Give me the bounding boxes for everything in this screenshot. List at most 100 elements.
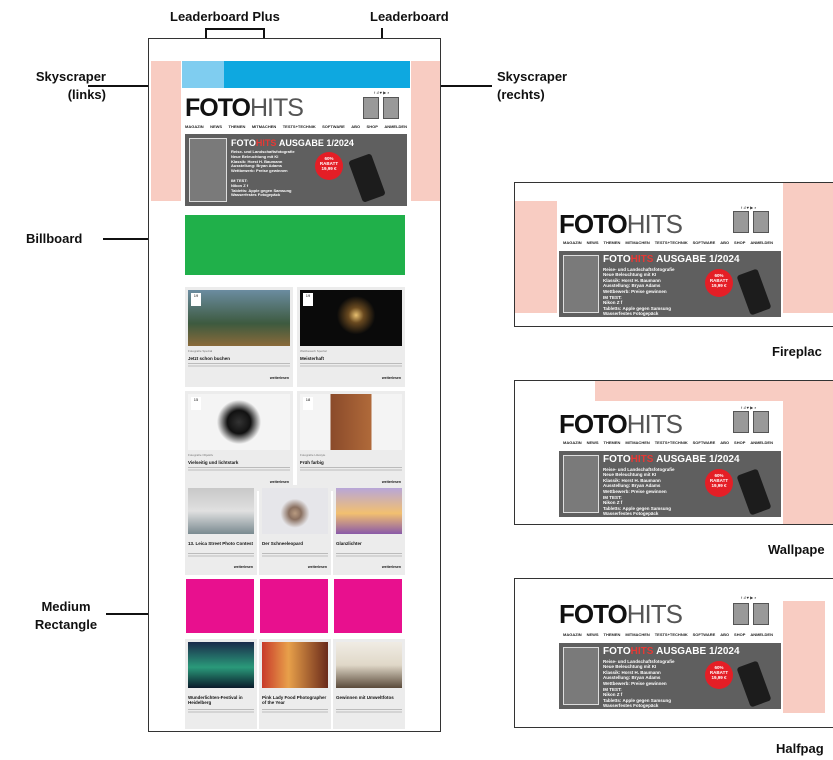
nav-item[interactable]: SHOP xyxy=(734,240,746,245)
hero-banner[interactable]: FOTOHITS AUSGABE 1/2024 Reise- und Lands… xyxy=(559,451,781,517)
label-skyscraper-right: Skyscraper (rechts) xyxy=(497,68,567,104)
hero-banner[interactable]: FOTOHITS AUSGABE 1/2024 Reise- und Lands… xyxy=(185,134,407,206)
social-icons[interactable]: f Ⅎ ♥ ▶ ⌕ xyxy=(374,90,390,95)
nav-item[interactable]: TESTS+TECHNIK xyxy=(282,124,316,129)
magazine-thumb[interactable] xyxy=(733,411,749,433)
site-logo[interactable]: FOTOHITS xyxy=(559,601,683,627)
article-card[interactable]: 18 Fotografie Lifestyle Früh farbig weit… xyxy=(297,391,405,491)
article-card[interactable]: 19 Fotografie Spezial Jetzt schon buchen… xyxy=(185,287,293,387)
label-line: (links) xyxy=(67,87,106,102)
hero-banner[interactable]: FOTOHITS AUSGABE 1/2024 Reise- und Lands… xyxy=(559,251,781,317)
hero-line: Klassik: Horst H. Baumann xyxy=(603,477,661,483)
nav-item[interactable]: ANMELDEN xyxy=(750,440,773,445)
read-more-link[interactable]: weiterlesen xyxy=(307,565,327,569)
article-title: Glanzlichter xyxy=(336,541,362,546)
article-snippet xyxy=(300,363,402,368)
nav-item[interactable]: THEMEN xyxy=(603,240,621,245)
magazine-thumb[interactable] xyxy=(733,603,749,625)
nav-item[interactable]: MITMACHEN xyxy=(625,632,650,637)
nav-item[interactable]: MAGAZIN xyxy=(563,240,582,245)
nav-item[interactable]: TESTS+TECHNIK xyxy=(654,440,688,445)
article-card[interactable]: Der Schneeleopard weiterlesen xyxy=(259,485,331,575)
nav-item[interactable]: THEMEN xyxy=(603,632,621,637)
magazine-thumb[interactable] xyxy=(363,97,379,119)
read-more-link[interactable]: weiterlesen xyxy=(269,480,289,484)
hero-line: Ausstellung: Bryan Adams xyxy=(231,163,282,169)
logo-light: HITS xyxy=(626,409,683,439)
nav-item[interactable]: SHOP xyxy=(734,440,746,445)
nav-item[interactable]: TESTS+TECHNIK xyxy=(654,240,688,245)
nav-item[interactable]: ABO xyxy=(720,632,730,637)
nav-item[interactable]: SOFTWARE xyxy=(692,440,716,445)
site-logo[interactable]: FOTOHITS xyxy=(185,96,304,121)
magazine-thumb[interactable] xyxy=(753,603,769,625)
hero-lines: Reise- und Landschaftsfotografie Neue Be… xyxy=(603,467,675,494)
medium-rectangle-ad xyxy=(186,579,254,633)
article-image xyxy=(336,488,402,534)
magazine-thumb[interactable] xyxy=(383,97,399,119)
badge-line: 60% xyxy=(324,156,334,161)
read-more-link[interactable]: weiterlesen xyxy=(381,376,401,380)
nav-item[interactable]: MAGAZIN xyxy=(563,440,582,445)
magazine-thumb[interactable] xyxy=(753,411,769,433)
article-image xyxy=(188,488,254,534)
nav-item[interactable]: ABO xyxy=(351,124,361,129)
site-logo[interactable]: FOTOHITS xyxy=(559,409,683,439)
nav-item[interactable]: SOFTWARE xyxy=(322,124,345,129)
social-icons[interactable]: f Ⅎ ♥ ▶ ⌕ xyxy=(741,205,757,210)
nav-item[interactable]: SOFTWARE xyxy=(692,632,716,637)
nav-item[interactable]: MITMACHEN xyxy=(625,440,650,445)
nav-item[interactable]: ANMELDEN xyxy=(750,632,773,637)
magazine-thumb[interactable] xyxy=(753,211,769,233)
site-logo[interactable]: FOTOHITS xyxy=(559,211,683,237)
article-card[interactable]: Pink Lady Food Photographer of the Year xyxy=(259,639,331,729)
badge-line: 60% xyxy=(714,473,724,478)
nav-item[interactable]: NEWS xyxy=(586,240,599,245)
read-more-link[interactable]: weiterlesen xyxy=(233,565,253,569)
magazine-thumb[interactable] xyxy=(733,211,749,233)
nav-item[interactable]: ANMELDEN xyxy=(750,240,773,245)
header-thumbnails xyxy=(363,97,399,119)
nav-item[interactable]: NEWS xyxy=(586,632,599,637)
nav-item[interactable]: TESTS+TECHNIK xyxy=(654,632,688,637)
article-card[interactable]: Wunderlichten-Festival in Heidelberg xyxy=(185,639,257,729)
nav-item[interactable]: ANMELDEN xyxy=(384,124,407,129)
nav-item[interactable]: MAGAZIN xyxy=(563,632,582,637)
nav-item[interactable]: NEWS xyxy=(586,440,599,445)
wallpaper-mockup: f Ⅎ ♥ ▶ ⌕ FOTOHITS MAGAZIN NEWS THEMEN M… xyxy=(514,380,833,525)
label-billboard: Billboard xyxy=(26,231,83,246)
nav-item[interactable]: ABO xyxy=(720,440,730,445)
nav-item[interactable]: THEMEN xyxy=(603,440,621,445)
hero-line: Ausstellung: Bryan Adams xyxy=(603,283,661,289)
nav-item[interactable]: SOFTWARE xyxy=(692,240,716,245)
hero-line: Wettbewerb: Preise gewinnen xyxy=(603,288,667,294)
nav-item[interactable]: NEWS xyxy=(210,124,223,129)
nav-item[interactable]: SHOP xyxy=(734,632,746,637)
article-card[interactable]: Glanzlichter weiterlesen xyxy=(333,485,405,575)
hero-line: Nikon Z f xyxy=(603,692,623,698)
hero-title-bold: FOTO xyxy=(603,254,631,265)
read-more-link[interactable]: weiterlesen xyxy=(381,565,401,569)
magazine-cover xyxy=(563,455,599,513)
article-card[interactable]: 15 Fotografie Objektiv Vielseitig und li… xyxy=(185,391,293,491)
hero-title-rest: AUSGABE 1/2024 xyxy=(278,138,354,148)
discount-badge: 60% RABATT 19,99 € xyxy=(705,269,733,297)
article-card[interactable]: 19 Wettbewerb Spezial Meisterhaft weiter… xyxy=(297,287,405,387)
discount-badge: 60% RABATT 19,99 € xyxy=(705,661,733,689)
read-more-link[interactable]: weiterlesen xyxy=(381,480,401,484)
nav-item[interactable]: THEMEN xyxy=(228,124,246,129)
hero-banner[interactable]: FOTOHITS AUSGABE 1/2024 Reise- und Lands… xyxy=(559,643,781,709)
article-card[interactable]: Gewinnen mit Umweltfotos xyxy=(333,639,405,729)
nav-item[interactable]: MITMACHEN xyxy=(251,124,277,129)
main-nav: MAGAZIN NEWS THEMEN MITMACHEN TESTS+TECH… xyxy=(563,632,773,637)
social-icons[interactable]: f Ⅎ ♥ ▶ ⌕ xyxy=(741,405,757,410)
nav-item[interactable]: SHOP xyxy=(366,124,378,129)
article-title: Gewinnen mit Umweltfotos xyxy=(336,695,394,700)
nav-item[interactable]: MITMACHEN xyxy=(625,240,650,245)
article-card[interactable]: 13. Leica Street Photo Contest weiterles… xyxy=(185,485,257,575)
hero-line: Neue Beleuchtung mit KI xyxy=(231,153,279,159)
nav-item[interactable]: MAGAZIN xyxy=(185,124,204,129)
nav-item[interactable]: ABO xyxy=(720,240,730,245)
read-more-link[interactable]: weiterlesen xyxy=(269,376,289,380)
social-icons[interactable]: f Ⅎ ♥ ▶ ⌕ xyxy=(741,595,757,600)
